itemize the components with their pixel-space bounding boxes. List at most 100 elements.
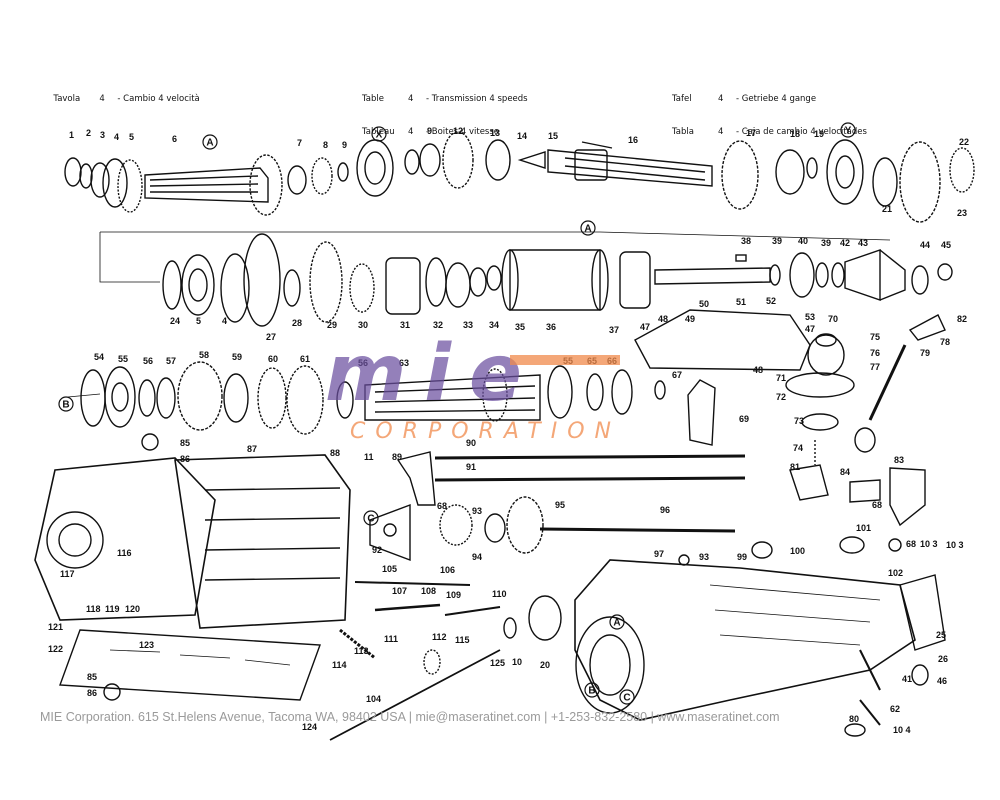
part-number-label: 68 (437, 501, 447, 511)
letter-circle (584, 682, 600, 698)
part-number-label: 91 (466, 462, 476, 472)
part-number-label: 72 (776, 392, 786, 402)
part-number-label: 86 (87, 688, 97, 698)
part-number-label: 83 (894, 455, 904, 465)
letter-circle (840, 122, 856, 138)
part-number-label: 92 (372, 545, 382, 555)
part-number-label: 73 (794, 416, 804, 426)
part-number-label: 29 (327, 320, 337, 330)
part-number-label: 11 (364, 452, 374, 462)
part-number-label: 120 (125, 604, 140, 614)
part-number-label: 10 4 (893, 725, 911, 735)
part-number-label: 39 (821, 238, 831, 248)
part-number-label: 84 (840, 467, 850, 477)
part-number-label: 1 (69, 130, 74, 140)
part-number-label: 44 (920, 240, 930, 250)
part-number-label: 79 (920, 348, 930, 358)
part-number-label: 60 (268, 354, 278, 364)
header-number: 4 (718, 94, 724, 104)
letter-text: C (367, 514, 374, 525)
diagram-artwork (34, 131, 975, 741)
part-number-label: 9 (427, 126, 432, 136)
header-text: - Caja de cambio 4 velocitades (736, 127, 867, 137)
part-number-label: 57 (166, 356, 176, 366)
part-number-label: 123 (139, 640, 154, 650)
letter-text: Y (845, 126, 852, 137)
part-number-label: 34 (489, 320, 499, 330)
part-number-label: 5 (129, 132, 134, 142)
part-number-label: 49 (685, 314, 695, 324)
part-number-label: 70 (828, 314, 838, 324)
part-number-label: 63 (399, 358, 409, 368)
part-number-label: 12 (453, 126, 463, 136)
part-number-label: 59 (232, 352, 242, 362)
part-number-label: 102 (888, 568, 903, 578)
part-number-label: 14 (517, 131, 527, 141)
part-number-label: 51 (736, 297, 746, 307)
part-number-label: 46 (937, 676, 947, 686)
letter-circle (58, 396, 74, 412)
part-number-label: 107 (392, 586, 407, 596)
mie-watermark-logo: mie CORPORATION (325, 330, 621, 444)
part-number-label: 58 (199, 350, 209, 360)
part-number-label: 78 (940, 337, 950, 347)
part-number-label: 16 (628, 135, 638, 145)
part-number-label: 77 (870, 362, 880, 372)
letter-text: A (613, 618, 620, 629)
watermark-subtitle: CORPORATION (350, 419, 621, 444)
part-number-label: 109 (446, 590, 461, 600)
part-number-label: 104 (366, 694, 381, 704)
part-number-label: 8 (323, 140, 328, 150)
part-number-label: 112 (432, 632, 447, 642)
part-number-label: 88 (330, 448, 340, 458)
circled-letter-c: C (619, 689, 635, 705)
part-number-label: 27 (266, 332, 276, 342)
part-number-label: 76 (870, 348, 880, 358)
part-number-label: 71 (776, 373, 786, 383)
part-number-label: 26 (938, 654, 948, 664)
part-number-label: 75 (870, 332, 880, 342)
letter-circle (609, 614, 625, 630)
circled-letter-a: A (609, 614, 625, 630)
part-number-label: 18 (790, 129, 800, 139)
letter-text: A (206, 138, 213, 149)
part-number-label: 67 (672, 370, 682, 380)
part-number-label: 4 (222, 316, 227, 326)
part-number-label: 68 (906, 539, 916, 549)
part-number-label: 32 (433, 320, 443, 330)
circled-letter-a: A (580, 220, 596, 236)
part-number-label: 90 (466, 438, 476, 448)
part-number-label: 20 (540, 660, 550, 670)
part-number-label: 55 (118, 354, 128, 364)
watermark-brand: mie (325, 330, 540, 419)
part-number-label: 56 (358, 358, 368, 368)
part-number-label: 37 (609, 325, 619, 335)
circled-letter-b: B (584, 682, 600, 698)
part-number-label: 5 (196, 316, 201, 326)
letter-circle (580, 220, 596, 236)
part-number-label: 10 3 (946, 540, 964, 550)
part-number-label: 115 (455, 635, 470, 645)
part-number-label: 108 (421, 586, 436, 596)
part-number-label: 94 (472, 552, 482, 562)
part-number-label: 19 (814, 129, 824, 139)
part-number-label: 105 (382, 564, 397, 574)
part-number-label: 124 (302, 722, 317, 732)
circled-letter-x: X (371, 126, 387, 142)
part-number-label: 62 (890, 704, 900, 714)
header-number: 4 (99, 94, 105, 104)
part-number-label: 39 (772, 236, 782, 246)
part-number-label: 118 (86, 604, 101, 614)
part-number-label: 31 (400, 320, 410, 330)
part-number-label: 100 (790, 546, 805, 556)
part-number-label: 15 (548, 131, 558, 141)
part-number-label: 82 (957, 314, 967, 324)
letter-circle (619, 689, 635, 705)
part-number-label: 68 (872, 500, 882, 510)
part-number-label: 97 (654, 549, 664, 559)
header-text: - Boites 4 vitesse (426, 127, 500, 137)
part-number-label: 40 (798, 236, 808, 246)
